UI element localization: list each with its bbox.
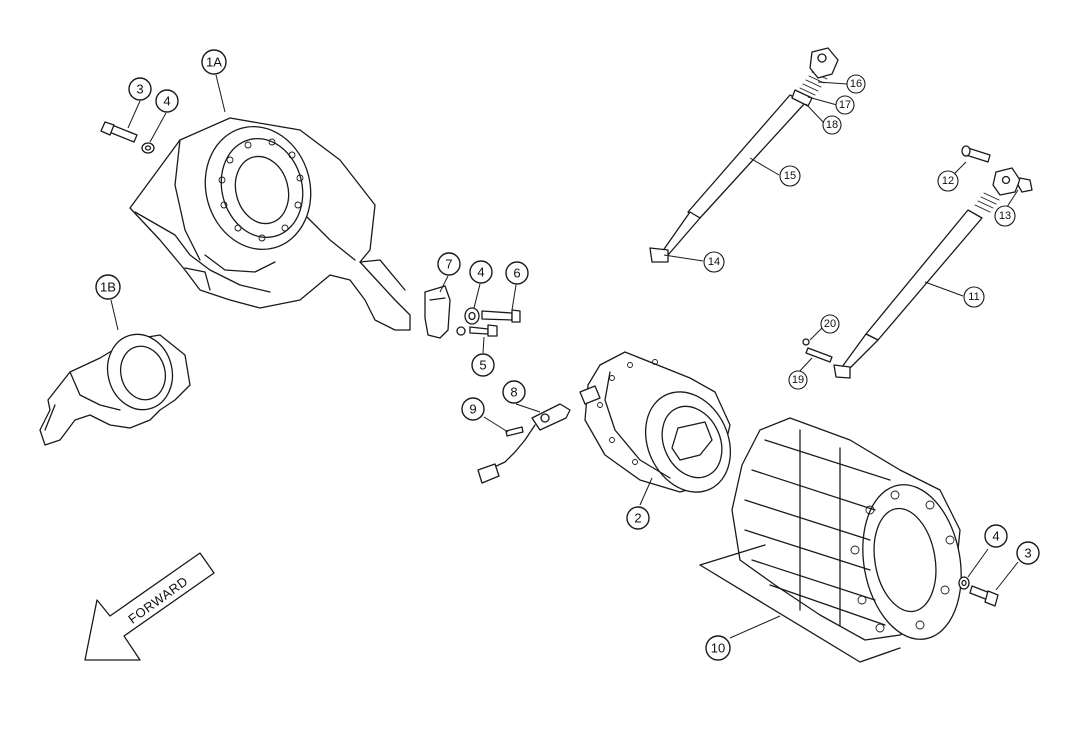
svg-text:20: 20 — [824, 318, 836, 330]
svg-text:11: 11 — [968, 291, 979, 303]
washer-4-mid — [464, 307, 480, 325]
frame-part-1b — [39, 333, 191, 446]
sensor-8 — [477, 403, 571, 484]
callout-1b: 1B — [95, 274, 121, 300]
frame-part-1a — [129, 117, 411, 331]
callout-3-left: 3 — [128, 77, 152, 101]
callout-10: 10 — [705, 635, 731, 661]
svg-text:12: 12 — [942, 175, 954, 187]
svg-text:6: 6 — [513, 266, 520, 281]
callout-14: 14 — [703, 251, 725, 273]
nut-13 — [1017, 177, 1033, 193]
svg-text:10: 10 — [711, 641, 725, 656]
svg-text:4: 4 — [992, 529, 999, 544]
washer-4-left — [141, 142, 155, 154]
svg-text:19: 19 — [792, 374, 804, 386]
svg-text:2: 2 — [634, 511, 641, 526]
forward-arrow: FORWARD — [84, 552, 215, 661]
svg-text:1B: 1B — [100, 280, 116, 295]
screw-9 — [505, 426, 524, 437]
clip-20 — [802, 338, 810, 346]
svg-text:1A: 1A — [206, 55, 222, 70]
bolt-6 — [481, 309, 521, 323]
svg-text:7: 7 — [445, 257, 452, 272]
bolt-3-right — [969, 585, 999, 607]
callout-3-right: 3 — [1016, 541, 1040, 565]
callout-12: 12 — [937, 170, 959, 192]
callout-13: 13 — [994, 205, 1016, 227]
bolt-5 — [456, 324, 498, 337]
svg-text:3: 3 — [136, 82, 143, 97]
cylinder-15 — [649, 47, 839, 263]
svg-text:4: 4 — [477, 265, 484, 280]
callout-16: 16 — [846, 74, 866, 94]
bolt-3-left — [100, 121, 138, 143]
callout-18: 18 — [822, 115, 842, 135]
callout-4-mid: 4 — [469, 260, 493, 284]
svg-text:15: 15 — [784, 170, 796, 182]
callout-17: 17 — [835, 95, 855, 115]
callout-1a: 1A — [201, 49, 227, 75]
sprocket-wheel-10 — [699, 417, 962, 663]
callout-4-left: 4 — [155, 89, 179, 113]
callout-8: 8 — [502, 380, 526, 404]
svg-text:14: 14 — [708, 256, 720, 268]
pin-12 — [961, 145, 991, 163]
callout-11: 11 — [963, 286, 985, 308]
svg-text:13: 13 — [999, 210, 1011, 222]
motor-2 — [579, 351, 732, 493]
callout-20: 20 — [820, 314, 840, 334]
callout-4-right: 4 — [984, 524, 1008, 548]
callout-9: 9 — [461, 397, 485, 421]
pin-19 — [805, 347, 833, 363]
svg-text:9: 9 — [469, 402, 476, 417]
svg-text:4: 4 — [163, 94, 170, 109]
callout-5: 5 — [471, 353, 495, 377]
callout-15: 15 — [779, 165, 801, 187]
svg-text:3: 3 — [1024, 546, 1031, 561]
leader-lines — [110, 74, 1019, 639]
svg-text:17: 17 — [839, 99, 851, 111]
svg-text:8: 8 — [510, 385, 517, 400]
callout-7: 7 — [437, 252, 461, 276]
cylinder-11 — [833, 167, 1021, 379]
washer-4-right — [958, 576, 970, 590]
svg-text:18: 18 — [826, 119, 838, 131]
svg-text:5: 5 — [479, 358, 486, 373]
svg-text:16: 16 — [850, 78, 862, 90]
callout-6: 6 — [505, 261, 529, 285]
bracket-7 — [424, 285, 451, 339]
callout-2: 2 — [626, 506, 650, 530]
callout-19: 19 — [788, 370, 808, 390]
